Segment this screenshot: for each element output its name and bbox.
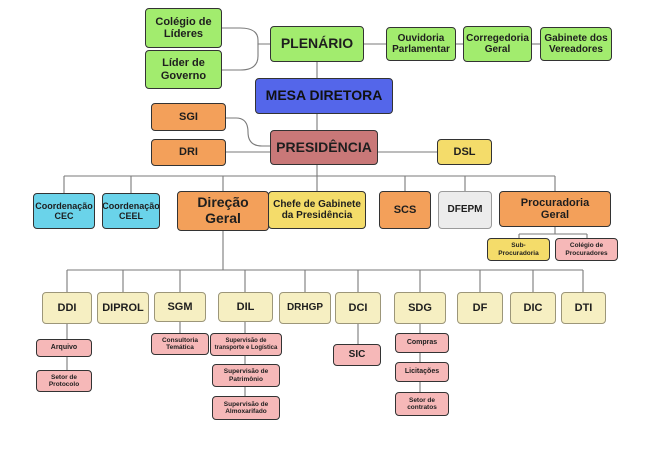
node-dri: DRI — [151, 139, 226, 166]
node-colegio-procuradores: Colégio de Procuradores — [555, 238, 618, 261]
node-supervisao-patrimonio: Supervisão de Patrimônio — [212, 364, 280, 387]
node-sgi: SGI — [151, 103, 226, 131]
wire-procuradoria-children — [518, 227, 588, 238]
wire-sgi-presidencia — [226, 117, 270, 147]
node-dti: DTI — [561, 292, 606, 324]
node-supervisao-transporte: Supervisão de transporte e Logística — [210, 333, 282, 356]
node-dsl: DSL — [437, 139, 492, 165]
node-ddi: DDI — [42, 292, 92, 324]
node-drhgp: DRHGP — [279, 292, 331, 324]
node-ouvidoria-parlamentar: Ouvidoria Parlamentar — [386, 27, 456, 61]
node-lider-governo: Líder de Governo — [145, 50, 222, 89]
node-consultoria-tematica: Consultoria Temática — [151, 333, 209, 355]
node-direcao-geral: Direção Geral — [177, 191, 269, 231]
node-corregedoria-geral: Corregedoria Geral — [463, 26, 532, 62]
node-sgm: SGM — [154, 292, 206, 322]
node-arquivo: Arquivo — [36, 339, 92, 357]
wire-plenario-colegio — [222, 27, 270, 45]
wire-plenario-lider — [222, 43, 270, 71]
node-mesa-diretora: MESA DIRETORA — [255, 78, 393, 114]
node-chefe-gabinete: Chefe de Gabinete da Presidência — [268, 191, 366, 229]
node-gabinete-vereadores: Gabinete dos Vereadores — [540, 27, 612, 61]
node-scs: SCS — [379, 191, 431, 229]
node-supervisao-almoxarifado: Supervisão de Almoxarifado — [212, 396, 280, 420]
node-colegio-lideres: Colégio de Líderes — [145, 8, 222, 48]
node-dic: DIC — [510, 292, 556, 324]
node-compras: Compras — [395, 333, 449, 353]
node-diprol: DIPROL — [97, 292, 149, 324]
node-coordenacao-ceel: Coordenação CEEL — [102, 193, 160, 229]
node-procuradoria-geral: Procuradoria Geral — [499, 191, 611, 227]
node-sdg: SDG — [394, 292, 446, 324]
node-df: DF — [457, 292, 503, 324]
node-sub-procuradoria: Sub- Procuradoria — [487, 238, 550, 261]
node-setor-contratos: Setor de contratos — [395, 392, 449, 416]
node-coordenacao-cec: Coordenação CEC — [33, 193, 95, 229]
node-sic: SIC — [333, 344, 381, 366]
node-presidencia: PRESIDÊNCIA — [270, 130, 378, 165]
node-setor-protocolo: Setor de Protocolo — [36, 370, 92, 392]
node-licitacoes: Licitações — [395, 362, 449, 382]
node-dci: DCI — [335, 292, 381, 324]
node-dil: DIL — [218, 292, 273, 322]
node-plenario: PLENÁRIO — [270, 26, 364, 62]
node-dfepm: DFEPM — [438, 191, 492, 229]
